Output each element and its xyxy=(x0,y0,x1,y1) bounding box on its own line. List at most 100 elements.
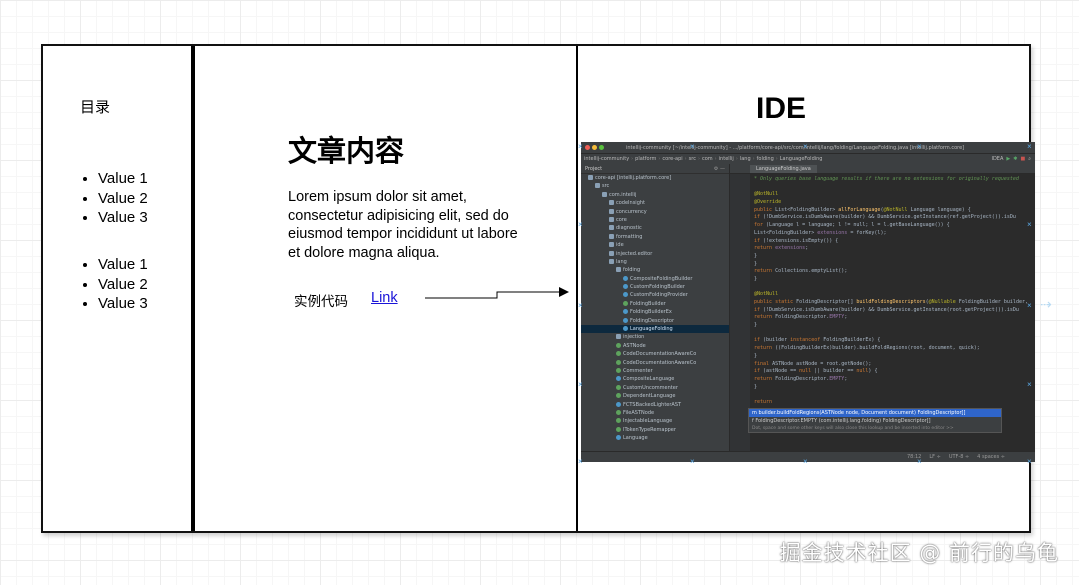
code-token: = forKey(l); xyxy=(847,229,887,236)
code-line: return extensions; xyxy=(754,245,1035,253)
code-token: @Override xyxy=(754,199,782,206)
tree-item: core xyxy=(581,216,729,224)
resize-handle-icon[interactable]: × xyxy=(1027,301,1032,310)
folder-icon xyxy=(595,183,600,189)
code-line: if (!DumbService.isDumbAware(builder) &&… xyxy=(754,214,1035,222)
interface-icon xyxy=(616,359,621,365)
code-line: if (builder instanceof FoldingBuilderEx)… xyxy=(754,337,1035,345)
tree-item-label: core xyxy=(616,216,627,223)
breadcrumb-item: intellij-community xyxy=(584,156,630,162)
code-token: ((FoldingBuilderEx)builder).buildFoldReg… xyxy=(775,345,980,352)
close-window-icon xyxy=(585,145,590,150)
tree-item-label: CustomUncommenter xyxy=(623,384,678,391)
tree-item: Commenter xyxy=(581,367,729,375)
code-line: return ((FoldingBuilderEx)builder).build… xyxy=(754,345,1035,353)
code-line: public static FoldingDescriptor[] buildF… xyxy=(754,299,1035,307)
code-token: List<FoldingBuilder> xyxy=(775,206,839,213)
folder-icon xyxy=(616,267,621,273)
class-icon xyxy=(616,376,621,382)
code-token: (builder xyxy=(763,337,791,344)
code-line: return Collections.emptyList(); xyxy=(754,268,1035,276)
tree-item: FoldingDescriptor xyxy=(581,317,729,325)
code-line: final ASTNode astNode = root.getNode(); xyxy=(754,361,1035,369)
code-line: if (astNode == null || builder == null) … xyxy=(754,368,1035,376)
code-token: ; xyxy=(844,375,848,382)
resize-handle-icon[interactable]: × xyxy=(803,457,808,466)
code-token: ( xyxy=(925,299,929,305)
zoom-window-icon xyxy=(599,145,604,150)
tree-item-label: FoldingDescriptor xyxy=(630,317,675,324)
tree-item: ASTNode xyxy=(581,342,729,350)
resize-handle-icon[interactable]: × xyxy=(690,457,695,466)
completion-item: m builder.buildFoldRegions(ASTNode node,… xyxy=(749,409,1001,417)
code-line: public List<FoldingBuilder> allForLangua… xyxy=(754,207,1035,215)
resize-handle-icon[interactable]: × xyxy=(917,142,922,151)
tree-item-label: injected.editor xyxy=(616,250,653,257)
sample-code-link[interactable]: Link xyxy=(371,290,398,306)
tree-item-label: LanguageFolding xyxy=(630,326,673,333)
tree-item-label: ASTNode xyxy=(623,342,646,349)
code-token: @NotNull xyxy=(754,191,779,198)
code-token: Collections.emptyList(); xyxy=(775,268,848,275)
resize-handle-icon[interactable]: × xyxy=(578,301,583,310)
resize-handle-icon[interactable]: × xyxy=(1027,142,1032,151)
ide-project-tree: Project ⚙ — core-api [intellij.platform.… xyxy=(581,164,730,452)
connection-arrow-icon: ⇢ xyxy=(1040,296,1052,312)
tree-item-label: Commenter xyxy=(623,367,653,374)
resize-handle-icon[interactable]: × xyxy=(690,142,695,151)
list-item: Value 2 xyxy=(98,189,148,209)
folder-icon xyxy=(609,242,614,248)
status-item: UTF-8 ÷ xyxy=(948,454,970,460)
resize-handle-icon[interactable]: × xyxy=(917,457,922,466)
tree-item: DependentLanguage xyxy=(581,392,729,400)
code-token: FoldingDescriptor. xyxy=(775,375,830,382)
code-line: @NotNull xyxy=(754,291,1035,299)
resize-handle-icon[interactable]: × xyxy=(578,380,583,389)
folder-icon xyxy=(609,258,614,264)
tree-item: injected.editor xyxy=(581,250,729,258)
tree-item-label: FileASTNode xyxy=(623,409,655,416)
resize-handle-icon[interactable]: × xyxy=(578,142,583,151)
resize-handle-icon[interactable]: × xyxy=(803,142,808,151)
resize-handle-icon[interactable]: × xyxy=(578,220,583,229)
code-token: List<FoldingBuilder> xyxy=(754,229,818,236)
code-line: } xyxy=(754,261,1035,269)
tree-item-label: src xyxy=(602,183,610,190)
resize-handle-icon[interactable]: × xyxy=(1027,380,1032,389)
project-header: Project xyxy=(585,165,603,172)
resize-handle-icon[interactable]: × xyxy=(1027,457,1032,466)
ide-window-title: intellij-community [~/intellij-community… xyxy=(626,144,965,151)
tree-item: CodeDocumentationAwareCo xyxy=(581,350,729,358)
tree-item: lang xyxy=(581,258,729,266)
class-icon xyxy=(623,292,628,298)
code-line: if (!extensions.isEmpty()) { xyxy=(754,238,1035,246)
tree-item-label: codeInsight xyxy=(616,200,645,207)
code-token: return xyxy=(754,245,776,252)
folder-icon xyxy=(609,216,614,222)
class-icon xyxy=(623,317,628,323)
code-line xyxy=(754,391,1035,399)
tree-item: folding xyxy=(581,266,729,274)
article-paragraph: Lorem ipsum dolor sit amet, consectetur … xyxy=(288,189,518,261)
tree-item-label: folding xyxy=(623,267,641,274)
completion-item: f FoldingDescriptor.EMPTY (com.intellij.… xyxy=(752,418,931,424)
tree-item: LanguageFolding xyxy=(581,325,729,334)
code-line: @NotNull xyxy=(754,191,1035,199)
code-token: if xyxy=(754,237,764,244)
code-token: FoldingBuilderEx) { xyxy=(823,337,881,344)
tree-item-label: Language xyxy=(623,435,648,442)
tree-item-label: FoldingBuilderEx xyxy=(630,309,672,316)
tree-item: diagnostic xyxy=(581,224,729,232)
class-icon xyxy=(616,435,621,441)
resize-handle-icon[interactable]: × xyxy=(1027,220,1032,229)
folder-icon xyxy=(602,191,607,197)
code-line: } xyxy=(754,253,1035,261)
resize-handle-icon[interactable]: × xyxy=(578,457,583,466)
tree-item: formatting xyxy=(581,233,729,241)
code-token: ( xyxy=(880,206,884,213)
code-token: return xyxy=(754,268,776,275)
code-line: for (Language l = language; l != null; l… xyxy=(754,222,1035,230)
folder-icon xyxy=(609,233,614,239)
tree-item: com.intellij xyxy=(581,191,729,199)
